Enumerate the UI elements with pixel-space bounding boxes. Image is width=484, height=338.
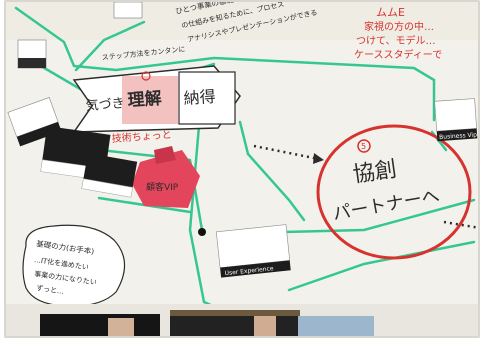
stage-word-awareness: 気づき bbox=[85, 95, 125, 114]
red-note-line: ケーススタディーで bbox=[354, 48, 442, 61]
card-label: Business Vip bbox=[439, 131, 477, 141]
whiteboard-photo: ムムE 家視の方の中… つけて、モデル… ケーススタディーで ひとつ事業の基礎と… bbox=[4, 0, 480, 338]
dotted-arrow bbox=[253, 144, 315, 160]
note-line: ずっと... bbox=[36, 283, 65, 296]
stage-word-consent: 納得 bbox=[183, 87, 216, 108]
people-at-bottom bbox=[4, 304, 480, 338]
whiteboard-drawing: ムムE 家視の方の中… つけて、モデル… ケーススタディーで ひとつ事業の基礎と… bbox=[4, 0, 480, 338]
bottom-left-note: 基礎の力(お手本) ...IT化を進めたい 事業の力になりたい ずっと... bbox=[22, 224, 126, 307]
circle-number: 5 bbox=[361, 142, 366, 151]
business-cards: User Experience Business Vip bbox=[7, 1, 477, 278]
stage-arrow: 気づき 理解 納得 bbox=[72, 65, 241, 133]
step-caption: 技術ちょっと bbox=[111, 128, 172, 145]
red-note-line: つけて、モデル… bbox=[356, 34, 436, 47]
circle-text-kyoso: 協創 bbox=[351, 157, 398, 188]
right-red-notes: ムムE 家視の方の中… つけて、モデル… ケーススタディーで bbox=[354, 6, 442, 61]
pink-sticker: 顧客VIP bbox=[132, 146, 200, 208]
stage-word-understanding: 理解 bbox=[127, 88, 162, 111]
red-note-line: ムムE bbox=[376, 6, 405, 19]
sticker-label: 顧客VIP bbox=[146, 181, 179, 193]
red-note-line: 家視の方の中… bbox=[364, 20, 434, 33]
